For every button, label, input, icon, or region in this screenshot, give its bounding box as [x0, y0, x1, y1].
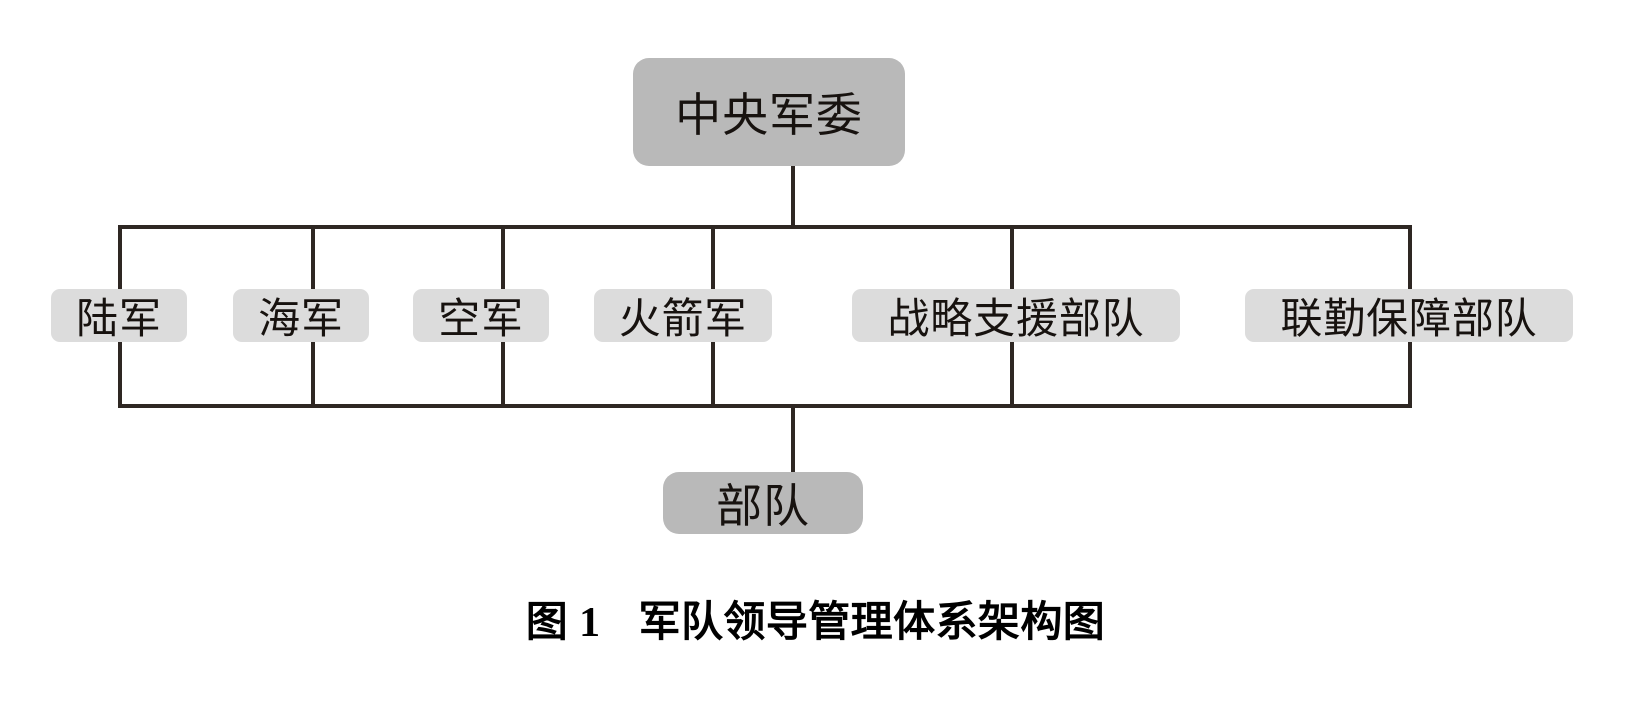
branch-rail-top: [118, 225, 1412, 229]
figure-caption-label: 图 1: [525, 600, 601, 646]
node-label: 空军: [438, 297, 524, 343]
node-strategic-support-force[interactable]: 战略支援部队: [852, 289, 1180, 343]
node-air-force[interactable]: 空军: [413, 289, 549, 343]
node-army[interactable]: 陆军: [51, 289, 187, 343]
figure-caption-title: 军队领导管理体系架构图: [638, 600, 1106, 646]
branch-rail-bottom: [118, 404, 1412, 408]
node-label: 海军: [258, 297, 344, 343]
node-rocket-force[interactable]: 火箭军: [594, 289, 772, 343]
node-troops[interactable]: 部队: [663, 472, 863, 534]
node-label: 战略支援部队: [887, 297, 1145, 343]
node-label: 陆军: [76, 297, 162, 343]
node-navy[interactable]: 海军: [233, 289, 369, 343]
connector-rail-to-troops: [791, 404, 795, 474]
node-label: 联勤保障部队: [1280, 297, 1538, 343]
node-joint-logistic-support-force[interactable]: 联勤保障部队: [1245, 289, 1573, 343]
node-central-military-commission[interactable]: 中央军委: [633, 58, 905, 166]
node-label: 中央军委: [675, 90, 863, 141]
figure-caption: 图 1 军队领导管理体系架构图: [0, 588, 1631, 649]
node-label: 火箭军: [618, 297, 748, 343]
node-label: 部队: [716, 481, 810, 532]
connector-cmc-to-rail: [791, 165, 795, 229]
